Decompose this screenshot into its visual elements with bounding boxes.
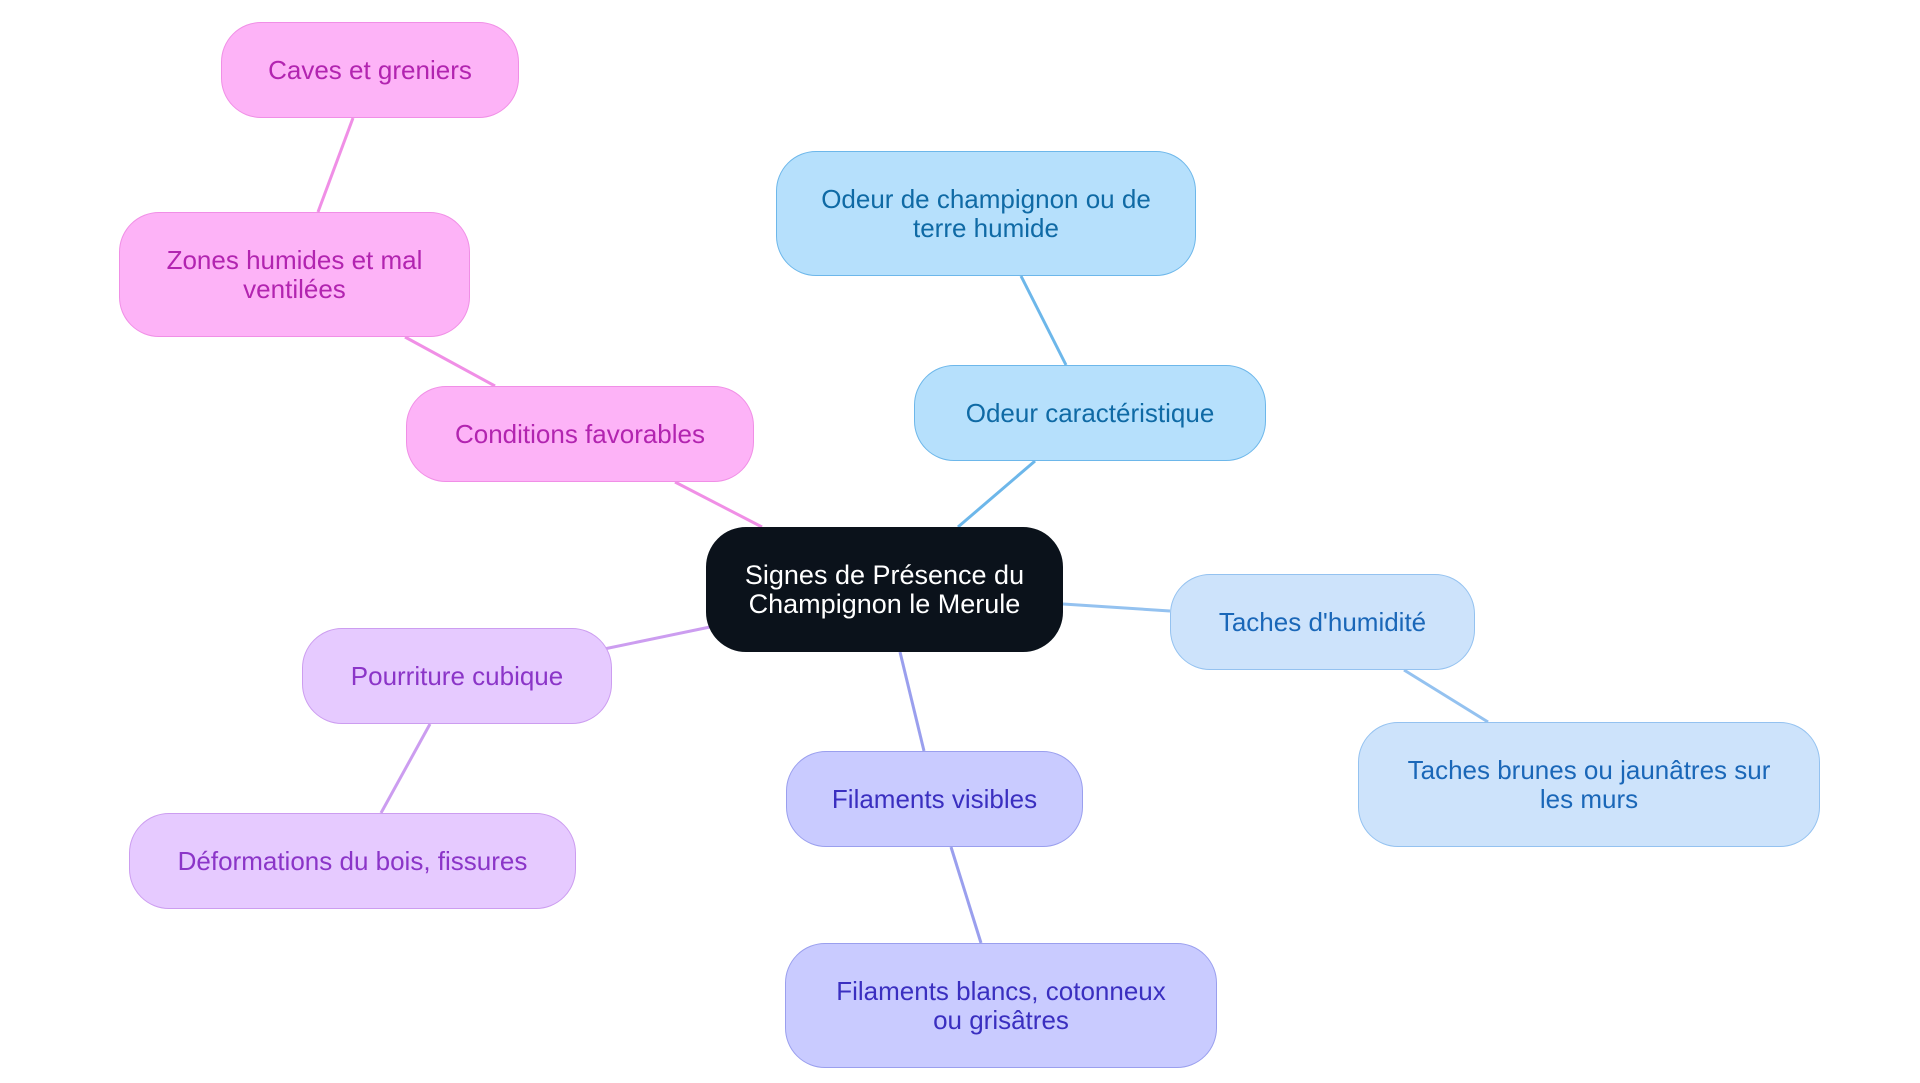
node-pourriture-cubique: Pourriture cubique	[302, 628, 612, 724]
node-label-line1: Taches brunes ou jaunâtres sur	[1407, 754, 1771, 785]
node-label: Odeur caractéristique	[965, 397, 1215, 428]
node-taches-detail: Taches brunes ou jaunâtres sur les murs	[1358, 722, 1820, 847]
node-label: Filaments visibles	[831, 783, 1038, 814]
node-label-line2: les murs	[1539, 783, 1639, 814]
node-label-line2: terre humide	[913, 212, 1059, 243]
node-taches-humidite: Taches d'humidité	[1170, 574, 1475, 670]
node-filaments-visibles: Filaments visibles	[786, 751, 1083, 847]
node-label: Pourriture cubique	[350, 660, 564, 691]
node-odeur-caracteristique: Odeur caractéristique	[914, 365, 1266, 461]
node-label-line1: Filaments blancs, cotonneux	[836, 975, 1166, 1006]
node-filaments-detail: Filaments blancs, cotonneux ou grisâtres	[785, 943, 1217, 1068]
connector-root-pourriture	[603, 625, 711, 651]
node-conditions-detail: Zones humides et mal ventilées	[119, 212, 470, 337]
node-label: Déformations du bois, fissures	[177, 845, 528, 876]
node-label: Taches d'humidité	[1218, 606, 1427, 637]
connector-conditions-subdetail	[316, 117, 355, 213]
connector-root-odeur	[957, 459, 1036, 529]
connector-odeur-detail	[1019, 275, 1068, 366]
root-label-line2: Champignon le Merule	[748, 588, 1021, 619]
node-label-line1: Odeur de champignon ou de	[821, 183, 1151, 214]
node-label: Conditions favorables	[454, 418, 706, 449]
node-label-line2: ou grisâtres	[933, 1004, 1069, 1035]
root-node: Signes de Présence du Champignon le Meru…	[706, 527, 1063, 652]
connector-conditions-detail	[404, 335, 496, 388]
connector-root-conditions	[674, 480, 763, 529]
connector-root-filaments	[898, 651, 926, 752]
node-pourriture-detail: Déformations du bois, fissures	[129, 813, 576, 909]
node-label-line1: Zones humides et mal	[166, 244, 423, 275]
node-odeur-detail: Odeur de champignon ou de terre humide	[776, 151, 1196, 276]
node-conditions-subdetail: Caves et greniers	[221, 22, 519, 118]
connector-filaments-detail	[949, 846, 983, 944]
node-label: Caves et greniers	[268, 54, 472, 85]
connector-taches-detail	[1403, 668, 1489, 724]
connector-pourriture-detail	[379, 723, 432, 814]
connector-root-taches	[1062, 602, 1171, 613]
root-label-line1: Signes de Présence du	[744, 559, 1025, 590]
node-label-line2: ventilées	[243, 273, 346, 304]
node-conditions-favorables: Conditions favorables	[406, 386, 754, 482]
